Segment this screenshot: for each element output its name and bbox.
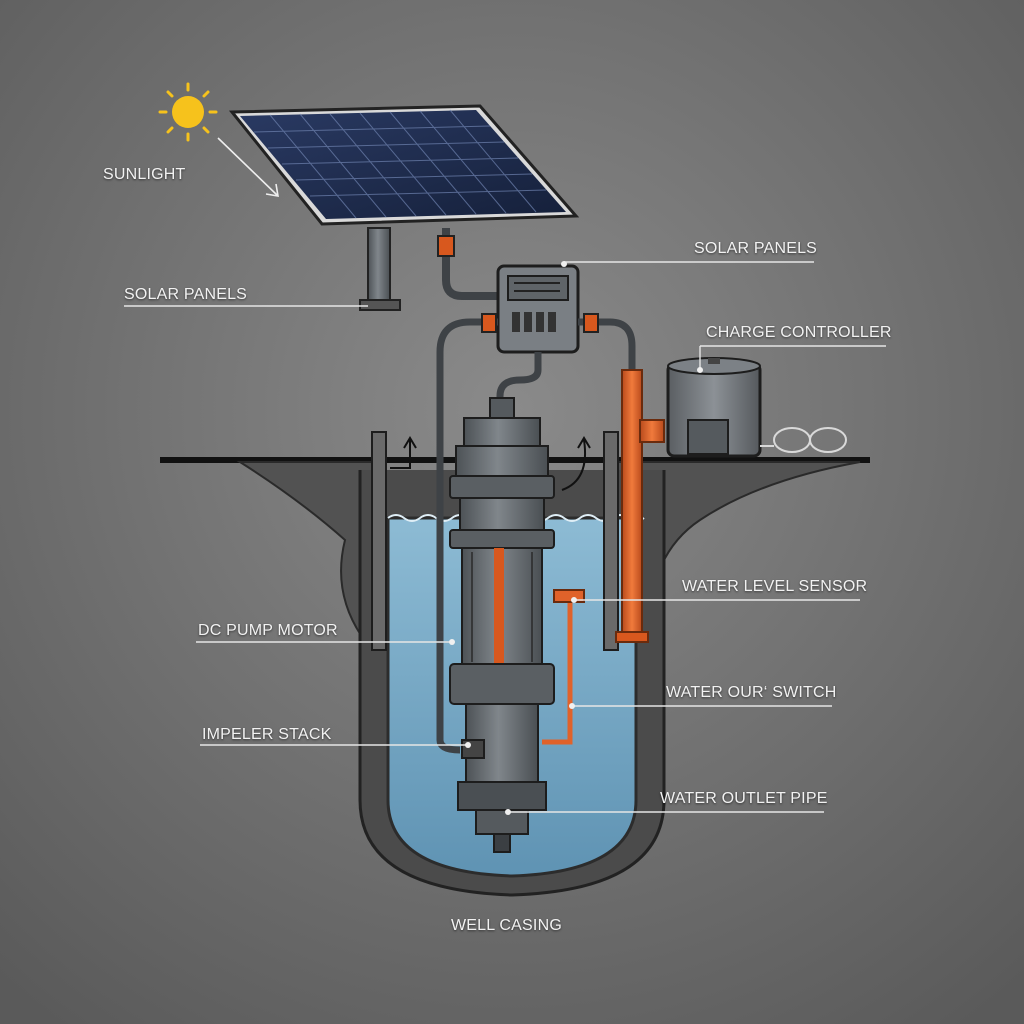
arrow-left [390, 436, 417, 469]
controller-cable-down [496, 352, 542, 410]
charge-controller-label: CHARGE CONTROLLER [706, 324, 892, 341]
coiled-hose [760, 427, 847, 453]
charge-controller-box [496, 264, 580, 354]
panel-connector [437, 235, 455, 257]
sun-icon [158, 82, 218, 142]
storage-tank [666, 357, 762, 458]
float-switch-line [542, 600, 573, 745]
water-level-sensor-label: WATER LEVEL SENSOR [682, 578, 868, 595]
water-outlet-pipe-label: WATER OUTLET PIPE [660, 790, 828, 807]
solar-panels-label-left: SOLAR PANELS [124, 286, 248, 303]
cable-connector-right [583, 313, 599, 333]
solar-panels-label-right: SOLAR PANELS [694, 240, 818, 257]
panel-post [367, 227, 391, 309]
well-casing-label: WELL CASING [451, 917, 562, 934]
cable-connector-left [481, 313, 497, 333]
solar-panel [228, 104, 580, 226]
outlet-pipe-cap [615, 631, 649, 643]
casing-left-wall [371, 431, 387, 651]
casing-right-wall [603, 431, 619, 651]
outlet-pipe-tee [639, 419, 665, 443]
impeler-stack-label: IMPELER STACK [202, 726, 332, 743]
submersible-pump [449, 397, 555, 853]
panel-post-base [359, 299, 401, 311]
panel-cable [442, 228, 500, 300]
pump-cable [436, 318, 498, 754]
sunlight-label: SUNLIGHT [103, 166, 186, 183]
callout-dots [449, 261, 703, 815]
sunlight-arrow [217, 137, 279, 197]
dc-pump-motor-label: DC PUMP MOTOR [198, 622, 338, 639]
callout-lines [124, 261, 886, 813]
controller-cable-right [578, 318, 636, 370]
water-our-switch-label: WATER OUR‘ SWITCH [666, 684, 837, 701]
arrow-right [561, 436, 591, 491]
